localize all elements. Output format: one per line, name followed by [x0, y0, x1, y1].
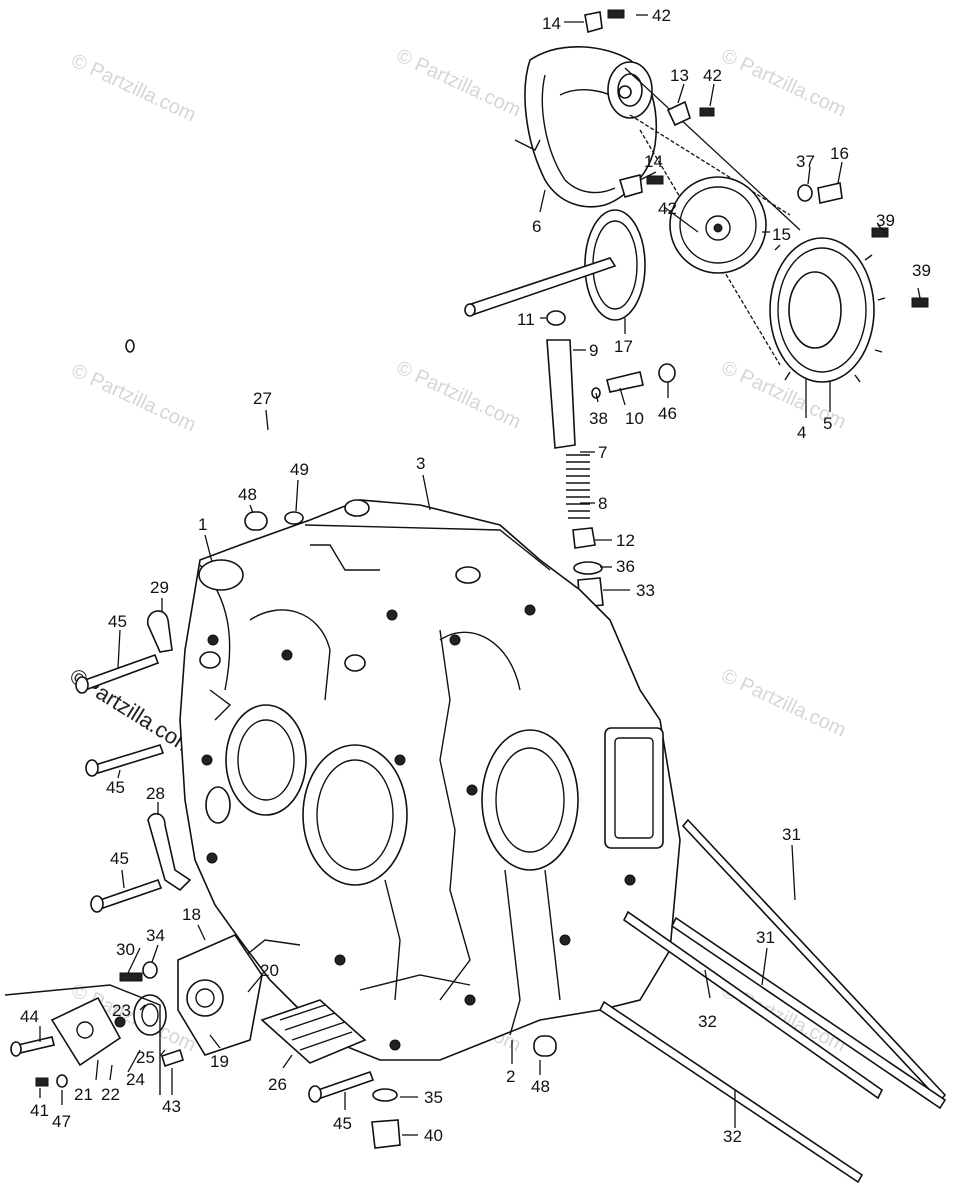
callout-label: 41 [30, 1101, 49, 1120]
callout-label: 27 [253, 389, 272, 408]
oil-strainer-26 [260, 999, 367, 1064]
dowel-pins [244, 511, 557, 1057]
callout-label: 38 [589, 409, 608, 428]
callout-label: 14 [542, 14, 561, 33]
crankcase [179, 499, 681, 1061]
callout-label: 23 [112, 1001, 131, 1020]
callout-label: 5 [823, 414, 832, 433]
callout-label: 48 [238, 485, 257, 504]
oil-pump [4, 933, 263, 1095]
callout-label: 18 [182, 905, 201, 924]
callout-label: 45 [110, 849, 129, 868]
callout-label: 35 [424, 1088, 443, 1107]
callout-label: 42 [658, 199, 677, 218]
tensioner-stack [546, 310, 676, 608]
callout-label: 44 [20, 1007, 39, 1026]
watermark: © Partzilla.com [68, 50, 199, 127]
shaft-sprocket-17 [464, 209, 646, 321]
callout-label: 49 [290, 460, 309, 479]
callout-label: 19 [210, 1052, 229, 1071]
callout-label: 10 [625, 409, 644, 428]
callout-label: 7 [598, 443, 607, 462]
callout-label: 8 [598, 494, 607, 513]
cam-sprocket-4-5 [769, 237, 886, 383]
callout-label: 39 [876, 211, 895, 230]
tensioner-guide-6 [514, 46, 658, 208]
callout-label: 4 [797, 423, 806, 442]
callout-label: 31 [782, 825, 801, 844]
callout-label: 32 [723, 1127, 742, 1146]
drain-bolts [371, 1088, 401, 1149]
callout-label: 45 [333, 1114, 352, 1133]
callout-label: 25 [136, 1048, 155, 1067]
callout-label: 34 [146, 926, 165, 945]
watermark: © Partzilla.com [718, 665, 849, 742]
callout-label: 9 [589, 341, 598, 360]
callout-label: 1 [198, 515, 207, 534]
callout-label: 45 [106, 778, 125, 797]
callout-label: 31 [756, 928, 775, 947]
callout-labels: 14 42 13 42 14 42 37 16 39 39 15 6 17 11… [20, 6, 931, 1146]
callout-label: 20 [260, 961, 279, 980]
callout-label: 47 [52, 1112, 71, 1131]
breather-tube-27 [125, 339, 304, 525]
callout-label: 39 [912, 261, 931, 280]
callout-label: 11 [517, 310, 535, 329]
watermark: © Partzilla.com [393, 45, 524, 122]
watermark: © Partzilla.com [718, 45, 849, 122]
callout-label: 14 [644, 152, 663, 171]
callout-label: 37 [796, 152, 815, 171]
leader-lines [39, 14, 921, 1136]
watermark: © Partzilla.com [68, 360, 199, 437]
callout-label: 24 [126, 1070, 145, 1089]
callout-label: 2 [506, 1067, 515, 1086]
callout-label: 45 [108, 612, 127, 631]
callout-label: 30 [116, 940, 135, 959]
watermark: © Partzilla.com [393, 357, 524, 434]
callout-label: 29 [150, 578, 169, 597]
callout-label: 40 [424, 1126, 443, 1145]
callout-label: 12 [616, 531, 635, 550]
callout-label: 17 [614, 337, 633, 356]
callout-label: 15 [772, 225, 791, 244]
callout-label: 3 [416, 454, 425, 473]
callout-label: 26 [268, 1075, 287, 1094]
callout-label: 36 [616, 557, 635, 576]
sprocket-15 [669, 176, 767, 274]
callout-label: 42 [652, 6, 671, 25]
callout-label: 13 [670, 66, 689, 85]
callout-label: 42 [703, 66, 722, 85]
callout-label: 28 [146, 784, 165, 803]
callout-label: 48 [531, 1077, 550, 1096]
callout-label: 22 [101, 1085, 120, 1104]
callout-label: 21 [74, 1085, 93, 1104]
bolts [10, 653, 375, 1103]
small-parts-top [584, 9, 929, 308]
callout-label: 32 [698, 1012, 717, 1031]
callout-label: 43 [162, 1097, 181, 1116]
callout-label: 16 [830, 144, 849, 163]
callout-label: 33 [636, 581, 655, 600]
cam-chain [624, 67, 801, 366]
callout-label: 46 [658, 404, 677, 423]
studs [598, 818, 947, 1184]
callout-label: 6 [532, 217, 541, 236]
